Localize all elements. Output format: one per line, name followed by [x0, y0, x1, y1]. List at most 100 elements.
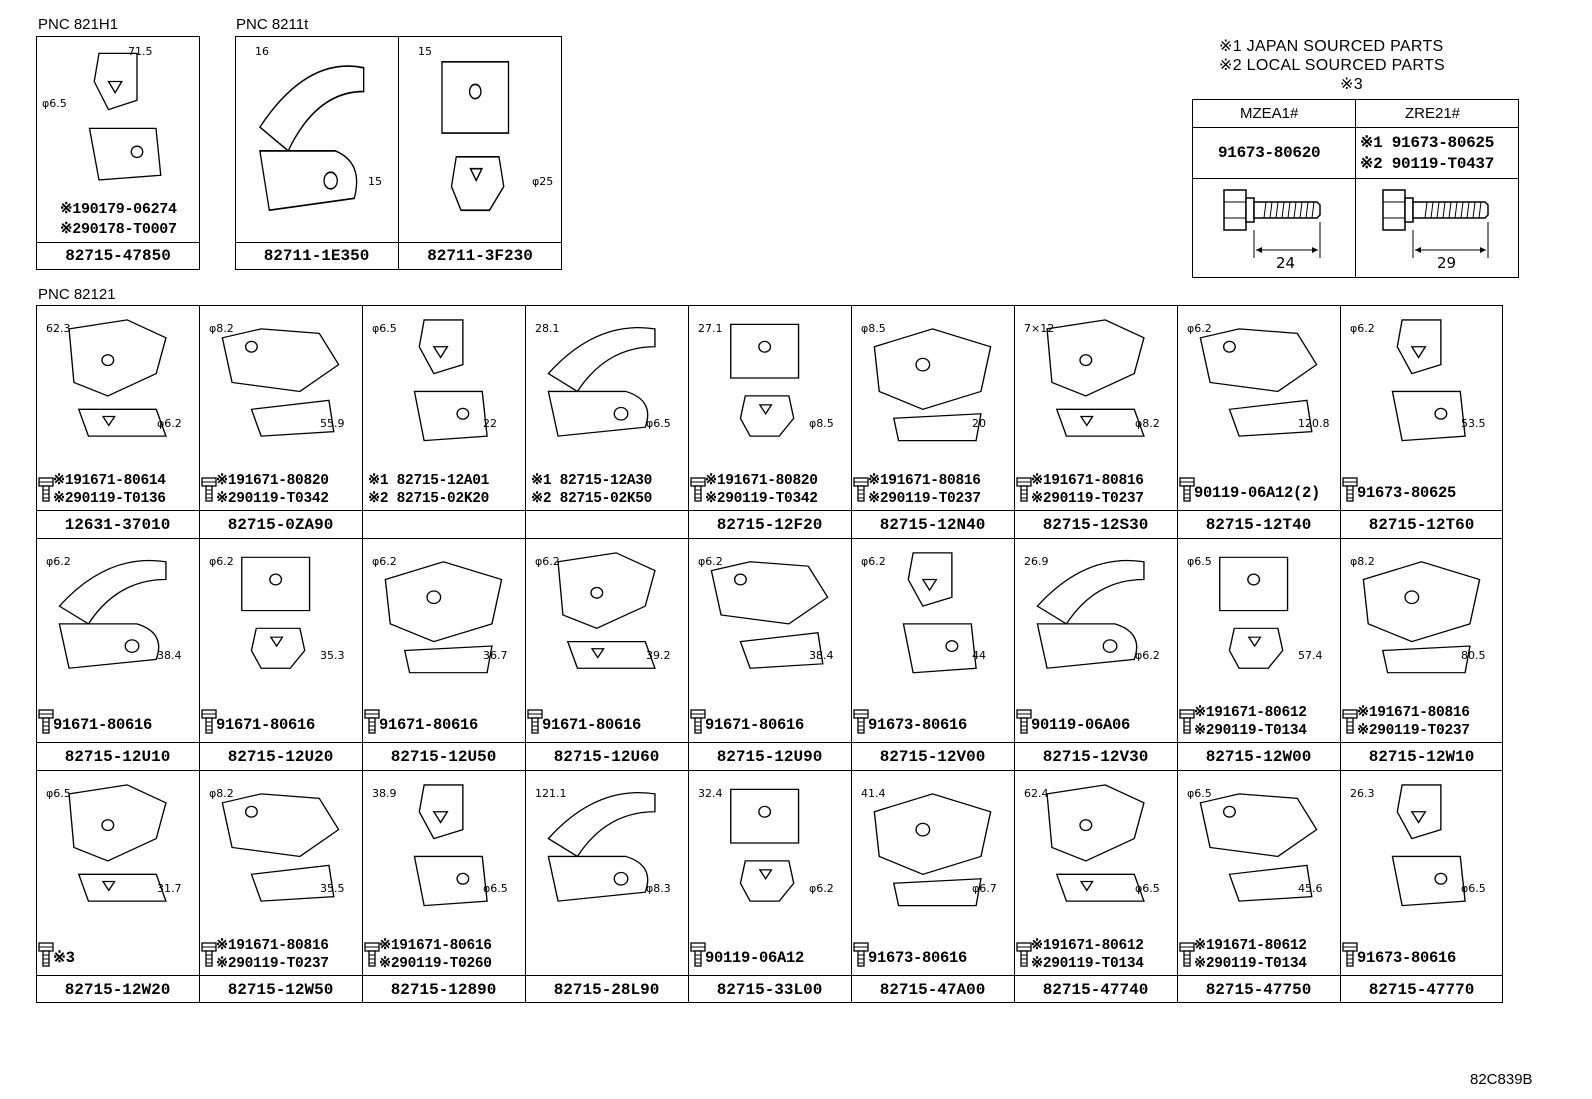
part-drawing	[529, 311, 684, 454]
part-drawing	[1344, 544, 1499, 686]
part-drawing	[366, 544, 521, 686]
dimension-label: 27.1	[698, 322, 723, 335]
dimension-label: 35.5	[320, 882, 345, 895]
dimension-label: φ25	[532, 175, 554, 188]
sub-part-number: ※290119-T0237	[868, 491, 981, 507]
pnc-label-821h1: PNC 821H1	[38, 16, 119, 33]
dimension-label: 7×12	[1024, 322, 1055, 335]
sub-part-number: 91673-80616	[868, 716, 968, 734]
dimension-label: φ6.2	[535, 555, 560, 568]
part-drawing	[1344, 776, 1499, 919]
bolt-icon-left	[1223, 189, 1321, 258]
dimension-label: φ8.5	[861, 322, 886, 335]
sub-part-number: ※290119-T0237	[1031, 491, 1144, 507]
note-3: ※3	[1340, 76, 1363, 93]
part-drawing	[404, 44, 556, 234]
note-japan-sourced: ※1 JAPAN SOURCED PARTS	[1219, 38, 1444, 55]
sub-part-number: 91671-80616	[53, 716, 153, 734]
sub-part-number: ※191671-80816	[1357, 705, 1470, 721]
sub-part-number: ※290119-T0342	[705, 491, 818, 507]
part-drawing	[855, 311, 1010, 454]
bolt-icon	[853, 476, 869, 502]
bolt-icon-right	[1382, 189, 1489, 258]
part-drawing	[855, 776, 1010, 919]
dimension-label: φ6.2	[372, 555, 397, 568]
sub-part-number: ※290119-T0134	[1031, 956, 1144, 972]
part-number: 82715-12S30	[1042, 516, 1149, 534]
part-drawing	[42, 44, 194, 194]
bolt-icon	[201, 941, 217, 967]
sub-part-number: ※290119-T0342	[216, 491, 329, 507]
sub-part-number: 91673-80616	[868, 949, 968, 967]
bolt-icon	[853, 941, 869, 967]
note-local-sourced: ※2 LOCAL SOURCED PARTS	[1219, 57, 1445, 74]
bolt-icon	[690, 941, 706, 967]
sub-part-number: 91671-80616	[705, 716, 805, 734]
bolt-icon	[527, 708, 543, 734]
sub-part-number: ※3	[53, 949, 75, 967]
dimension-label: φ6.7	[972, 882, 997, 895]
part-drawing	[1181, 776, 1336, 919]
part-number: 82715-12W10	[1368, 748, 1475, 766]
sub-part-number: ※191671-80612	[1194, 705, 1307, 721]
part-number: 82715-12T60	[1368, 516, 1475, 534]
dimension-label: φ6.2	[698, 555, 723, 568]
part-drawing	[366, 776, 521, 919]
dimension-label: 39.2	[646, 649, 671, 662]
sub-part-number: ※1 82715-12A30	[531, 473, 653, 489]
bolt-icon	[1016, 941, 1032, 967]
dimension-label: φ6.5	[1461, 882, 1486, 895]
part-number: 82715-47850	[65, 247, 171, 265]
dimension-label: 36.7	[483, 649, 508, 662]
sub-part-number: ※290119-T0260	[379, 956, 492, 972]
dimension-label: φ6.2	[46, 555, 71, 568]
bolt-icon	[1179, 708, 1195, 734]
dimension-label: 80.5	[1461, 649, 1486, 662]
dimension-label: 20	[972, 417, 986, 430]
part-number: 82711-1E350	[263, 247, 370, 265]
part-number: 12631-37010	[64, 516, 171, 534]
dimension-label: φ6.5	[372, 322, 397, 335]
part-number: 82715-12W20	[64, 981, 171, 999]
part-number: 82715-12W50	[227, 981, 334, 999]
dimension-label: 22	[483, 417, 497, 430]
dimension-label: φ6.2	[1187, 322, 1212, 335]
part-number: 82715-33L00	[716, 981, 823, 999]
bolt-left-dim: 24	[1276, 254, 1296, 272]
sub-part-number: ※191671-80820	[705, 473, 818, 489]
bolt-icon	[38, 941, 54, 967]
part-number: 82715-12W00	[1205, 748, 1312, 766]
dimension-label: 53.5	[1461, 417, 1486, 430]
dimension-label: 31.7	[157, 882, 182, 895]
part-drawing	[529, 776, 684, 919]
part-number: 82715-0ZA90	[227, 516, 334, 534]
dimension-label: φ8.2	[1350, 555, 1375, 568]
sub-part-number: ※190179-06274	[60, 201, 177, 218]
dimension-label: φ6.2	[1350, 322, 1375, 335]
sub-part-number: ※191671-80816	[868, 473, 981, 489]
sub-part-number: ※290119-T0134	[1194, 956, 1307, 972]
dimension-label: 55.9	[320, 417, 345, 430]
bolt-icon	[1342, 708, 1358, 734]
dimension-label: φ6.5	[1187, 787, 1212, 800]
part-drawing	[1018, 544, 1173, 686]
dimension-label: 62.4	[1024, 787, 1049, 800]
dimension-label: φ6.2	[157, 417, 182, 430]
part-number: 82715-12T40	[1205, 516, 1312, 534]
dimension-label: φ6.5	[46, 787, 71, 800]
dimension-label: 41.4	[861, 787, 886, 800]
